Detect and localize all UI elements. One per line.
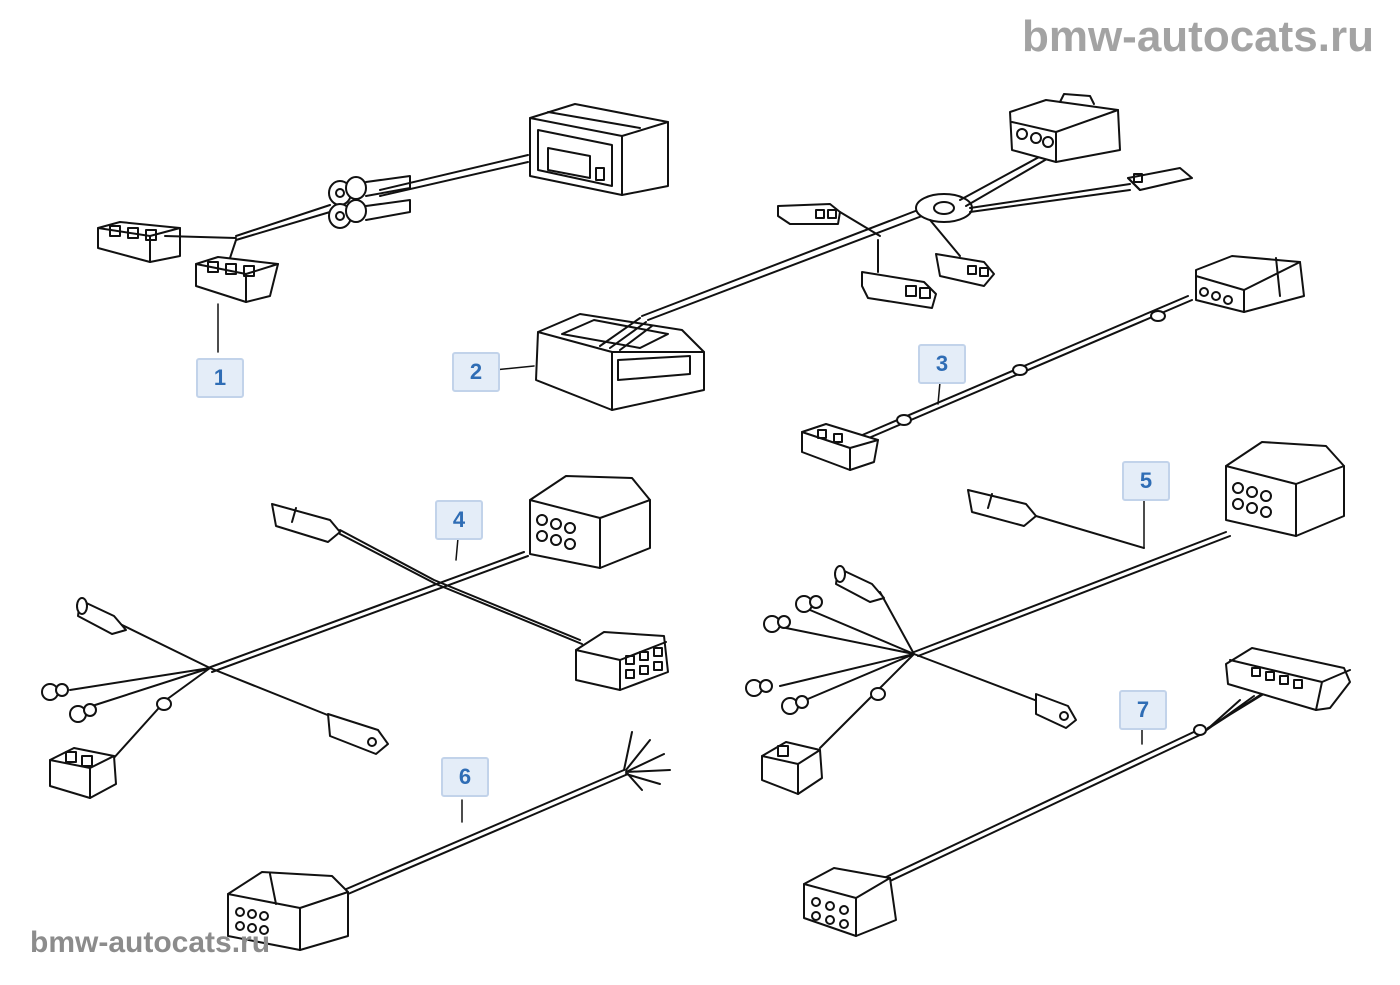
multi-pin-connector-large	[529, 103, 669, 196]
terminal-5e	[795, 595, 823, 613]
multi-pin-connector-4a	[529, 475, 651, 569]
terminal-5h	[781, 695, 809, 715]
callout-2[interactable]: 2	[452, 352, 500, 392]
multi-pin-connector-6a	[227, 871, 349, 951]
bulb-socket-4e	[76, 597, 127, 635]
multi-pin-connector-7b	[803, 867, 897, 937]
watermark-bottom: bmw-autocats.ru	[30, 926, 271, 959]
junction-box	[535, 313, 705, 411]
terminal-5f	[763, 615, 791, 633]
multi-pin-connector-4b	[575, 631, 669, 691]
harness-3	[801, 255, 1305, 471]
terminal-block-1a	[97, 221, 237, 263]
plug-4d	[327, 713, 389, 755]
harness-6	[227, 731, 671, 951]
watermark-top: bmw-autocats.ru	[1021, 12, 1374, 61]
bulb-socket-5d	[834, 565, 885, 603]
plug-2c	[777, 203, 841, 225]
plug-2b	[1127, 167, 1193, 191]
terminal-block-4i	[49, 747, 117, 799]
plug-2e	[861, 271, 937, 309]
plug-5b	[967, 489, 1037, 527]
harness-2	[493, 93, 1193, 411]
terminal-4g	[69, 703, 97, 723]
callout-7[interactable]: 7	[1119, 690, 1167, 730]
terminal-4f	[41, 683, 69, 701]
callout-6[interactable]: 6	[441, 757, 489, 797]
multi-pin-connector-3a	[1195, 255, 1305, 313]
terminal-block-1b	[195, 239, 279, 303]
terminal-block-5j	[761, 741, 823, 795]
terminal-block-3b	[801, 423, 879, 471]
plug-2d	[935, 253, 995, 287]
harness-5	[745, 441, 1345, 795]
callout-5[interactable]: 5	[1122, 461, 1170, 501]
multi-pin-connector-7a	[1225, 647, 1351, 711]
terminal-5g	[745, 679, 773, 697]
callout-1[interactable]: 1	[196, 358, 244, 398]
multi-pin-connector-2a	[1009, 93, 1121, 163]
plug-4c	[271, 503, 341, 543]
harness-4	[41, 475, 669, 799]
callout-4[interactable]: 4	[435, 500, 483, 540]
grommet-pair	[328, 175, 411, 229]
callout-3[interactable]: 3	[918, 344, 966, 384]
harness-7	[803, 647, 1351, 937]
harness-1	[97, 103, 669, 353]
grommet-5i	[870, 687, 886, 701]
leader-line-4	[455, 537, 459, 561]
multi-pin-connector-5a	[1225, 441, 1345, 537]
leader-line-3	[937, 381, 941, 405]
plug-5c	[1035, 693, 1077, 729]
leader-line-2	[493, 365, 535, 371]
grommet-4h	[156, 697, 172, 711]
